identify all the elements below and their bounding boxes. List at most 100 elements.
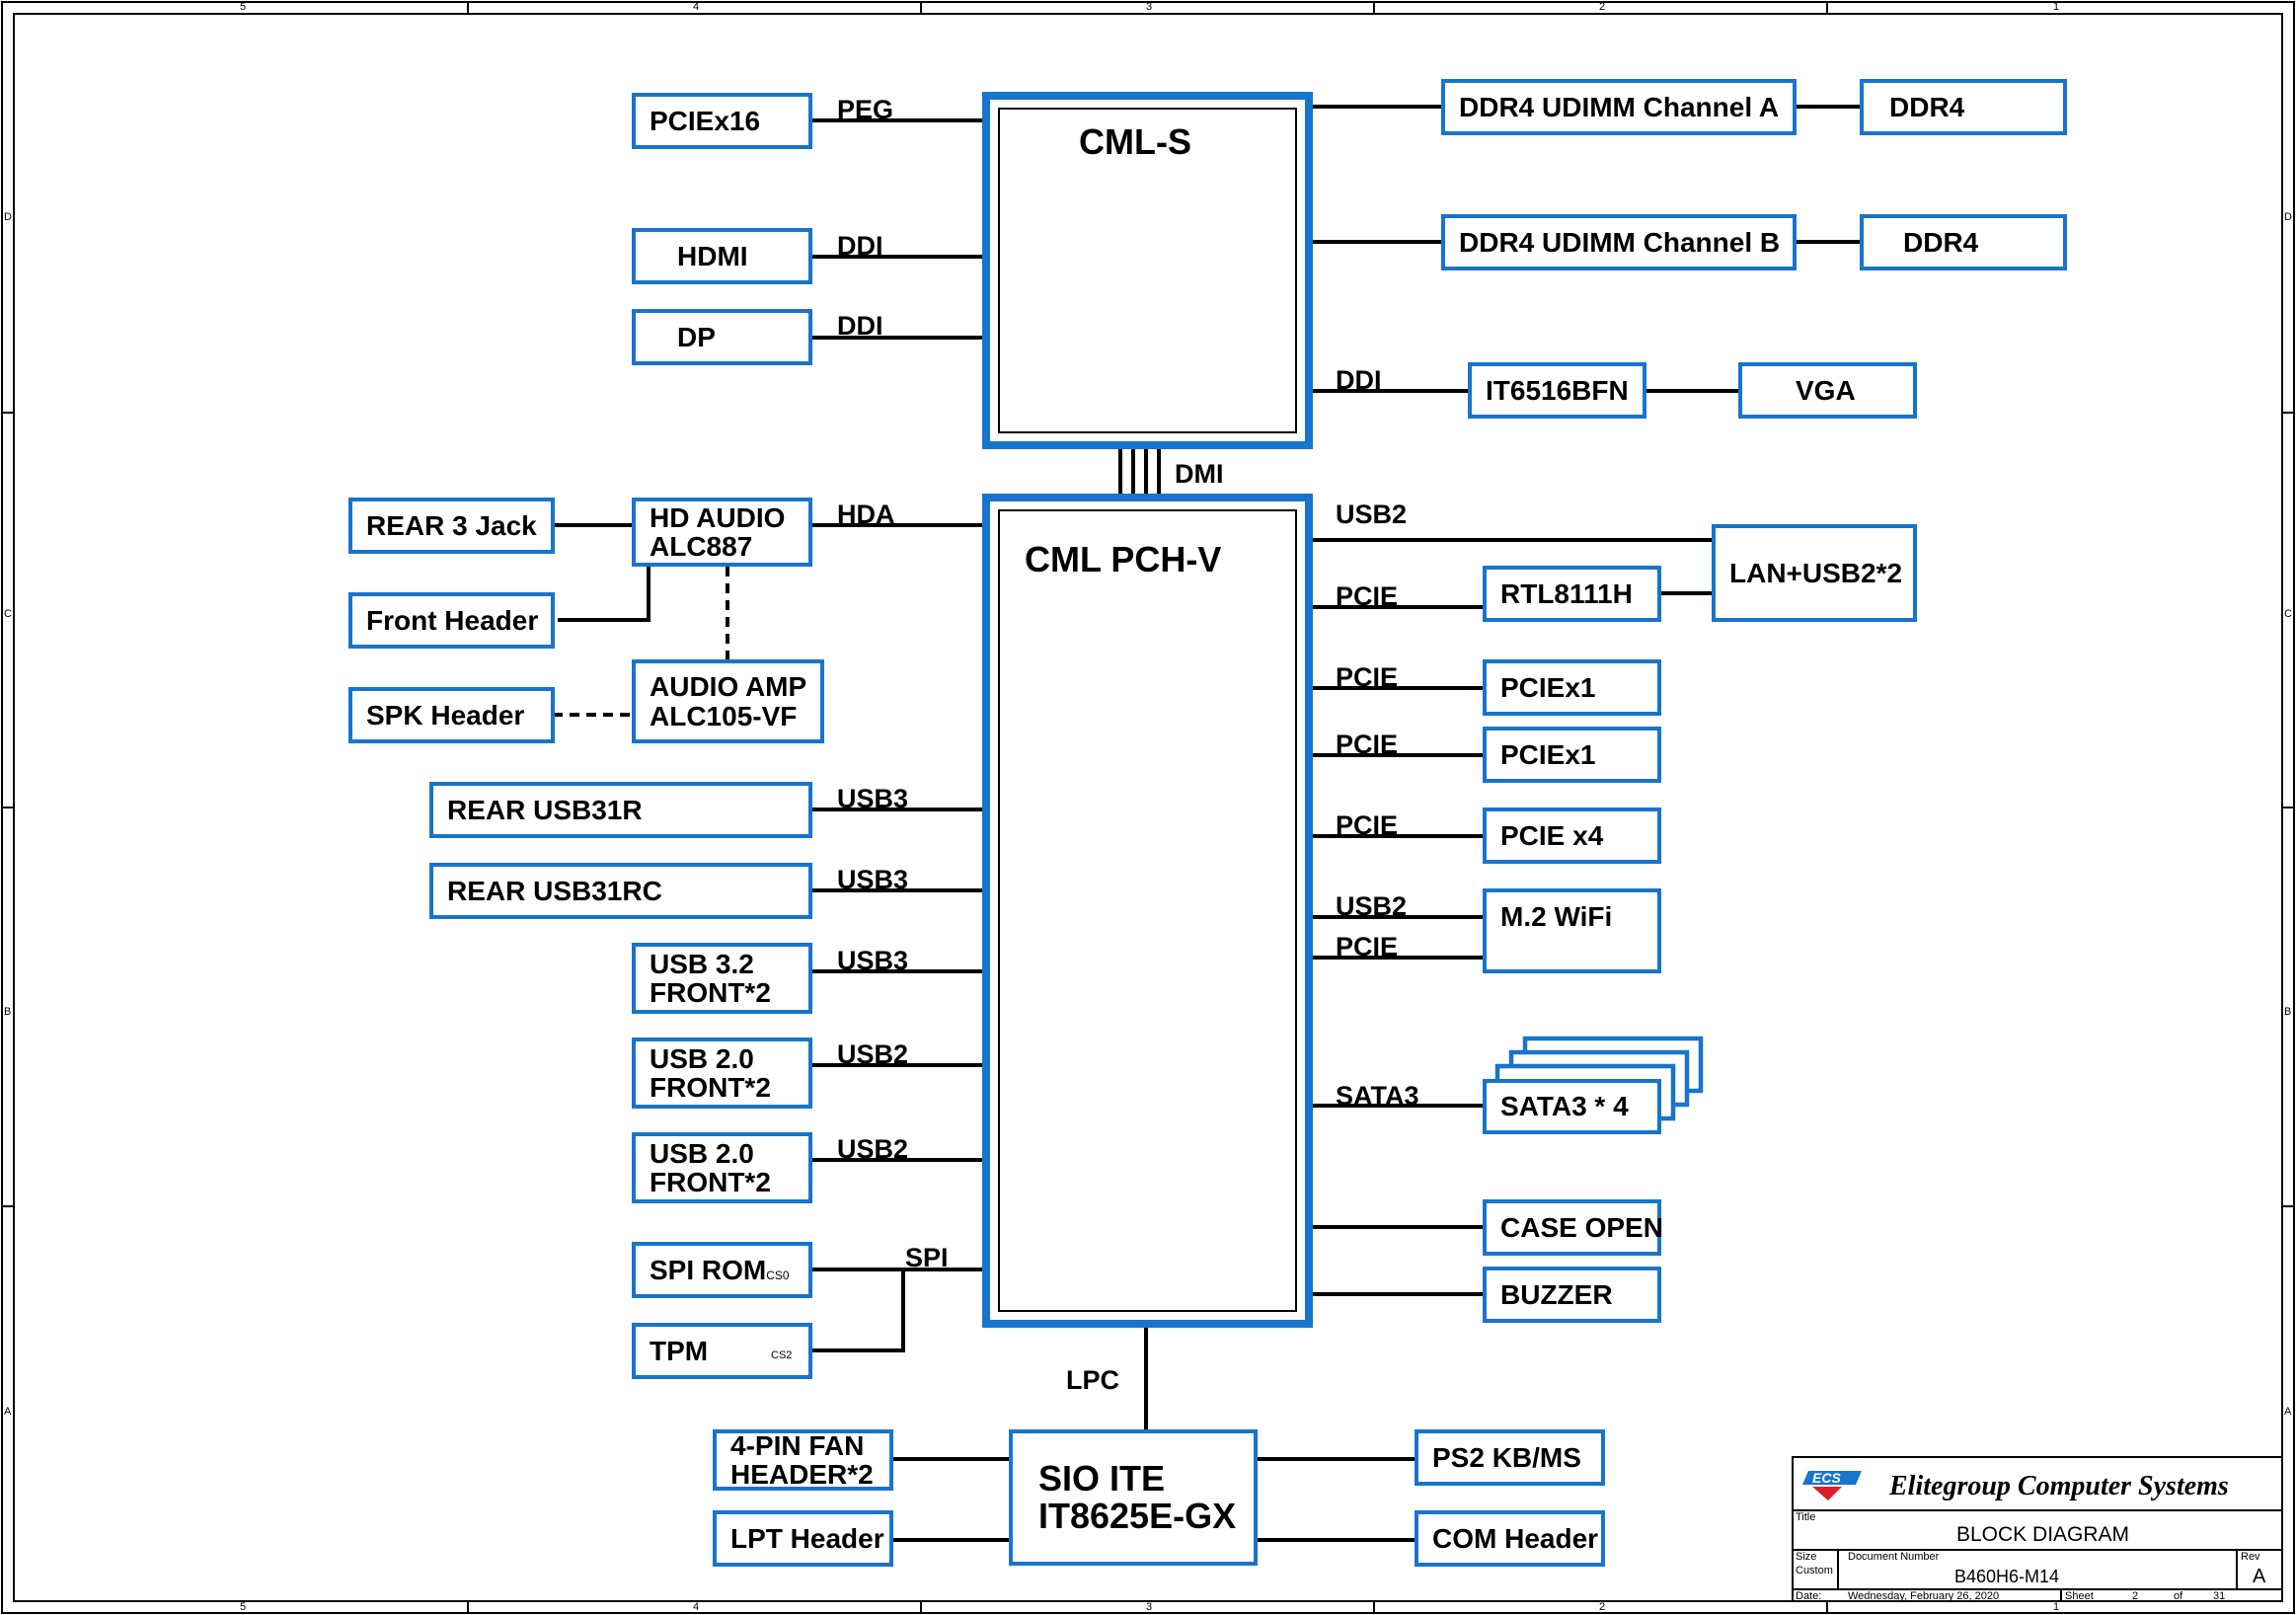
pch-chip[interactable]: [982, 494, 1313, 1328]
sio-chip-line1: SIO ITE: [1038, 1458, 1166, 1500]
usb20-front-a[interactable]: USB 2.0 FRONT*2: [632, 1038, 812, 1109]
vga-label: VGA: [1796, 374, 1856, 406]
date-field-label: Date:: [1796, 1590, 1822, 1602]
hd-audio-line2: ALC887: [650, 531, 753, 562]
usb32-front[interactable]: USB 3.2 FRONT*2: [632, 943, 812, 1014]
rear-3-jack[interactable]: REAR 3 Jack: [348, 498, 555, 554]
rev-field-label: Rev: [2241, 1551, 2260, 1563]
zone-letter-left: A: [4, 1406, 12, 1418]
zone-number-top: 5: [240, 1, 247, 13]
zone-number-top: 2: [1599, 1, 1606, 13]
pciex1-slot-a[interactable]: PCIEx1: [1483, 659, 1661, 716]
ps2-label: PS2 KB/MS: [1432, 1441, 1581, 1473]
fan-header[interactable]: 4-PIN FAN HEADER*2: [713, 1429, 893, 1491]
front-header-label: Front Header: [366, 604, 539, 636]
spk-header[interactable]: SPK Header: [348, 687, 555, 743]
lpt-header[interactable]: LPT Header: [713, 1510, 893, 1567]
tpm-cs: CS2: [771, 1349, 793, 1361]
m2wifi-label: M.2 WiFi: [1500, 901, 1613, 932]
sheet-title: BLOCK DIAGRAM: [1956, 1523, 2130, 1546]
spi-rom-cs: CS0: [766, 1268, 790, 1282]
revision: A: [2253, 1566, 2266, 1587]
bus-label-usb2: USB2: [837, 1039, 909, 1069]
pciex1-slot-b[interactable]: PCIEx1: [1483, 727, 1661, 783]
usb20a-line2: FRONT*2: [650, 1072, 771, 1103]
cpu-chip[interactable]: [982, 92, 1313, 449]
zone-letter-left: B: [4, 1006, 12, 1018]
ddr-ch-b-label: DDR4 UDIMM Channel B: [1459, 226, 1781, 258]
zone-letter-right: C: [2284, 608, 2292, 620]
usb20-front-b[interactable]: USB 2.0 FRONT*2: [632, 1132, 812, 1203]
rear-jack-label: REAR 3 Jack: [366, 509, 537, 541]
com-label: COM Header: [1432, 1522, 1599, 1554]
audio-amp-line2: ALC105-VF: [650, 700, 798, 731]
zone-letter-right: D: [2284, 211, 2292, 223]
zone-letter-left: D: [4, 211, 12, 223]
rear-usb31r[interactable]: REAR USB31R: [429, 782, 812, 838]
bus-label-dmi: DMI: [1175, 459, 1224, 489]
bus-label-pcie: PCIE: [1336, 810, 1399, 840]
bus-label-ddi: DDI: [1336, 365, 1382, 395]
usb20a-line1: USB 2.0: [650, 1042, 754, 1074]
pcie-x4-slot[interactable]: PCIE x4: [1483, 808, 1661, 864]
m2-wifi-slot[interactable]: M.2 WiFi: [1483, 888, 1661, 973]
pciex16-slot[interactable]: PCIEx16: [632, 93, 812, 149]
fan-line2: HEADER*2: [730, 1459, 874, 1490]
rtl8111h-lan[interactable]: RTL8111H: [1483, 566, 1661, 622]
front-header[interactable]: Front Header: [348, 592, 555, 649]
zone-number-bottom: 4: [693, 1601, 700, 1613]
it6516-converter[interactable]: IT6516BFN: [1468, 362, 1646, 419]
rear-usb31rc[interactable]: REAR USB31RC: [429, 863, 812, 919]
buzzer[interactable]: BUZZER: [1483, 1267, 1661, 1323]
audio-amp-line1: AUDIO AMP: [650, 671, 807, 703]
bus-label-usb3: USB3: [837, 865, 909, 894]
usb32-line1: USB 3.2: [650, 948, 754, 979]
size-field-label: Size: [1796, 1551, 1817, 1563]
zone-number-bottom: 3: [1146, 1601, 1153, 1613]
company-name: Elitegroup Computer Systems: [1889, 1471, 2229, 1501]
audio-amp[interactable]: AUDIO AMP ALC105-VF: [632, 659, 824, 743]
hd-audio-codec[interactable]: HD AUDIO ALC887: [632, 498, 812, 567]
ddr4-channel-a[interactable]: DDR4 UDIMM Channel A: [1441, 79, 1797, 135]
date-value: Wednesday, February 26, 2020: [1848, 1590, 2000, 1602]
lan-usb2-port[interactable]: LAN+USB2*2: [1712, 524, 1917, 622]
tpm[interactable]: TPM: [632, 1323, 812, 1379]
sio-chip-line2: IT8625E-GX: [1038, 1496, 1237, 1536]
sio-chip[interactable]: SIO ITE IT8625E-GX: [1009, 1429, 1258, 1566]
dp-label: DP: [677, 321, 716, 352]
ps2-kb-ms[interactable]: PS2 KB/MS: [1415, 1429, 1605, 1486]
hdmi-port[interactable]: HDMI: [632, 228, 812, 284]
spi-rom-label: SPI ROM: [650, 1254, 767, 1285]
ecs-logo-text: ECS: [1812, 1470, 1841, 1486]
docnum-field-label: Document Number: [1848, 1551, 1940, 1563]
buzzer-label: BUZZER: [1500, 1278, 1613, 1310]
ddr4-dimm-b[interactable]: DDR4: [1860, 214, 2067, 270]
com-header[interactable]: COM Header: [1415, 1510, 1605, 1567]
sata3-ports[interactable]: SATA3 * 4: [1483, 1079, 1661, 1134]
dp-port[interactable]: DP: [632, 309, 812, 365]
pciex16-label: PCIEx16: [650, 105, 761, 136]
ecs-logo: ECS: [1802, 1469, 1864, 1502]
document-number: B460H6-M14: [1954, 1567, 2060, 1586]
rtl-label: RTL8111H: [1500, 577, 1633, 609]
rear-usb31r-label: REAR USB31R: [447, 794, 643, 825]
usb20b-line1: USB 2.0: [650, 1137, 754, 1169]
fan-line1: 4-PIN FAN: [730, 1429, 865, 1461]
bus-label-usb2: USB2: [837, 1134, 909, 1164]
zone-number-bottom: 2: [1599, 1601, 1606, 1613]
spk-header-label: SPK Header: [366, 699, 525, 731]
bus-label-usb2: USB2: [1336, 500, 1408, 529]
spi-rom[interactable]: SPI ROMCS0: [632, 1242, 812, 1298]
case-open-header[interactable]: CASE OPEN: [1483, 1199, 1663, 1256]
zone-number-top: 4: [693, 1, 700, 13]
bus-label-spi: SPI: [905, 1243, 949, 1272]
of-label: of: [2174, 1590, 2183, 1602]
ddr4-dimm-a[interactable]: DDR4: [1860, 79, 2067, 135]
case-open-label: CASE OPEN: [1500, 1211, 1663, 1243]
bus-label-ddi: DDI: [837, 311, 883, 341]
lan-label: LAN+USB2*2: [1729, 557, 1903, 588]
pch-chip-label: CML PCH-V: [1025, 539, 1222, 579]
sata-label: SATA3 * 4: [1500, 1091, 1629, 1122]
vga-port[interactable]: VGA: [1738, 362, 1917, 419]
ddr4-channel-b[interactable]: DDR4 UDIMM Channel B: [1441, 214, 1797, 270]
